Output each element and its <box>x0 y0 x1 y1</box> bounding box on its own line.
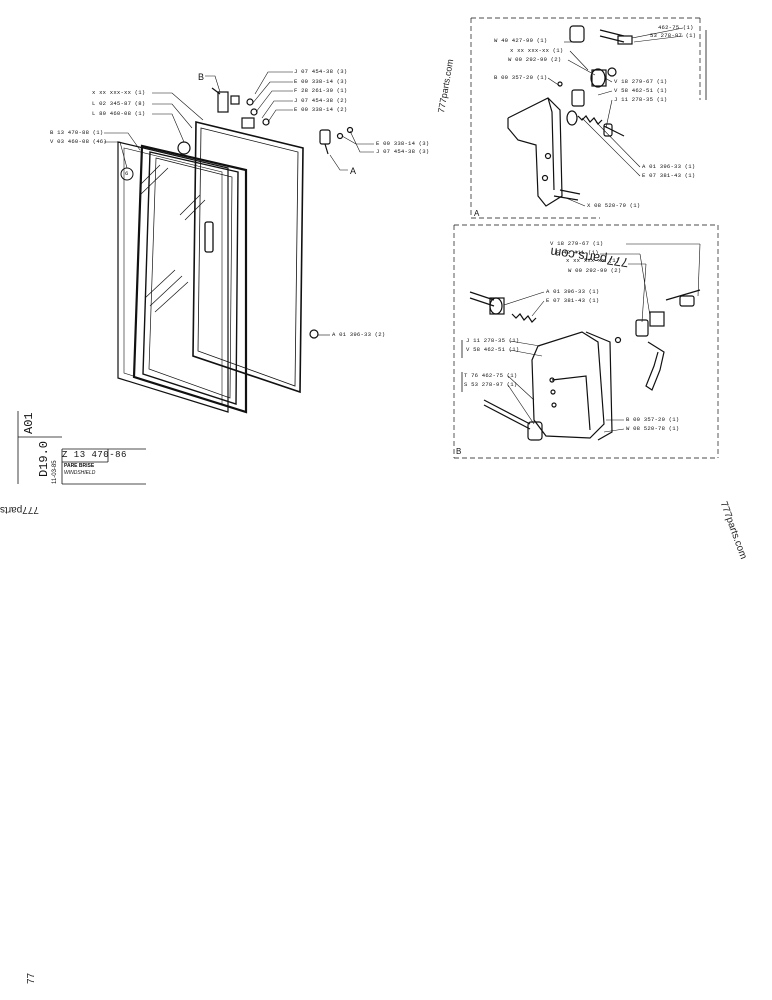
hinge-b <box>211 87 270 129</box>
part-label: J 07 454-38 (3) <box>294 68 348 75</box>
detail-b-tag: B <box>456 447 462 456</box>
side-code-1: A01 <box>22 412 36 434</box>
watermark-bottom: 77 <box>26 972 37 984</box>
part-label: L 02 345-87 (8) <box>92 100 146 107</box>
part-label: x xx xxx-xx (1) <box>566 257 620 264</box>
part-label: E 00 338-14 (2) <box>294 106 348 113</box>
latch-a <box>319 126 354 155</box>
windshield-assembly <box>104 71 374 414</box>
figure-number: Z 13 470-86 <box>62 450 127 460</box>
part-label: W 00 292-99 (2) <box>568 267 622 274</box>
side-date: 11-03-85 <box>52 460 58 484</box>
title-block: Z 13 470-86 PARE BRISE WINDSHIELD <box>62 449 146 485</box>
watermark-mid-left: 777parts <box>0 504 39 515</box>
part-label: A 01 396-33 (1) <box>642 163 696 170</box>
part-label: J 11 278-35 (1) <box>466 337 520 344</box>
glass-pane <box>142 151 239 405</box>
part-label: F 48 411 (1) <box>556 249 599 256</box>
part-label: S 53 278-97 (1) <box>464 381 518 388</box>
part-label: B 00 357-20 (1) <box>626 416 680 423</box>
part-label: A 01 396-33 (1) <box>546 288 600 295</box>
side-code-2: D19.0 <box>37 440 51 477</box>
part-label: 53 278-97 (1) <box>650 32 697 39</box>
part-label: W 40 427-99 (1) <box>494 37 548 44</box>
detail-a-tag: A <box>474 209 480 218</box>
part-label: T 76 462-75 (1) <box>464 372 518 379</box>
part-label: 462-75 (1) <box>658 24 694 31</box>
callout-a: A <box>350 166 357 176</box>
detail-b-frame <box>453 224 719 459</box>
part-label: V 03 460-08 (46) <box>50 138 107 145</box>
title-english: WINDSHIELD <box>64 470 96 476</box>
title-block-lines <box>17 411 146 485</box>
part-label: J 11 278-35 (1) <box>614 96 668 103</box>
part-label: E 00 338-14 (3) <box>294 78 348 85</box>
detail-a-drawing <box>507 25 707 207</box>
door-handle <box>204 221 214 253</box>
seal-gasket <box>132 144 248 414</box>
part-label: V 18 279-67 (1) <box>614 78 668 85</box>
part-label: E 07 381-43 (1) <box>546 297 600 304</box>
part-label: V 58 462-51 (1) <box>466 346 520 353</box>
part-label: E 07 381-43 (1) <box>642 172 696 179</box>
bumper <box>177 141 191 155</box>
detail-b-drawing <box>461 243 701 441</box>
title-french: PARE BRISE <box>64 463 95 469</box>
part-label: W 00 292-99 (2) <box>508 56 562 63</box>
part-label: L 80 460-08 (1) <box>92 110 146 117</box>
part-label: x xx xxx-xx (1) <box>510 47 564 54</box>
part-label: F 28 261-30 (1) <box>294 87 348 94</box>
detail-a-frame <box>470 17 701 219</box>
item-number: 6 <box>125 170 129 177</box>
part-label: V 18 279-67 (1) <box>550 240 604 247</box>
door-frame <box>192 120 304 394</box>
part-label: J 07 454-38 (3) <box>376 148 430 155</box>
part-label: A 01 396-33 (2) <box>332 331 386 338</box>
part-label: x xx xxx-xx (1) <box>92 89 146 96</box>
part-label: B 00 357-20 (1) <box>494 74 548 81</box>
part-label: J 07 454-38 (2) <box>294 97 348 104</box>
part-label: V 58 462-51 (1) <box>614 87 668 94</box>
part-label: B 13 470-88 (1) <box>50 129 104 136</box>
callout-b: B <box>198 72 205 82</box>
part-label: W 08 520-78 (1) <box>626 425 680 432</box>
front-pane <box>117 141 229 413</box>
part-label: E 00 338-14 (3) <box>376 140 430 147</box>
part-label: X 08 520-79 (1) <box>587 202 641 209</box>
